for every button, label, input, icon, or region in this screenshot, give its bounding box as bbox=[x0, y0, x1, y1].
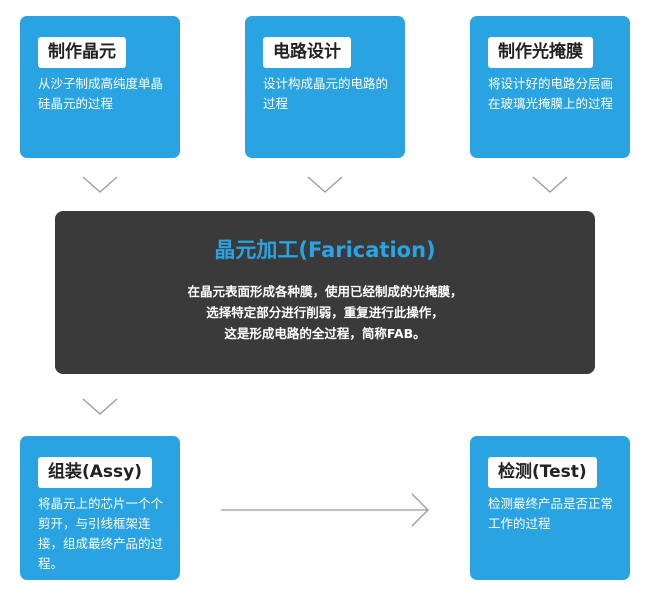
chevron-down-icon bbox=[82, 176, 118, 193]
chevron-down-icon bbox=[82, 398, 118, 415]
fab-title: 晶元加工(Farication) bbox=[214, 238, 436, 262]
fab-description: 在晶元表面形成各种膜，使用已经制成的光掩膜， 选择特定部分进行削弱，重复进行此操… bbox=[95, 281, 555, 344]
step-card-circuit-design: 电路设计 设计构成晶元的电路的过程 bbox=[245, 16, 405, 158]
step-description: 检测最终产品是否正常工作的过程 bbox=[488, 496, 614, 531]
step-description: 将设计好的电路分层画在玻璃光掩膜上的过程 bbox=[488, 76, 614, 111]
fab-process-box: 晶元加工(Farication) 在晶元表面形成各种膜，使用已经制成的光掩膜， … bbox=[55, 211, 595, 374]
step-title: 制作光掩膜 bbox=[488, 37, 593, 68]
step-card-assembly: 组装(Assy) 将晶元上的芯片一个个剪开，与引线框架连接，组成最终产品的过程。 bbox=[20, 436, 180, 580]
step-description: 设计构成晶元的电路的过程 bbox=[263, 76, 389, 111]
chevron-down-icon bbox=[532, 176, 568, 193]
step-title: 制作晶元 bbox=[38, 37, 126, 68]
fab-description-line: 选择特定部分进行削弱，重复进行此操作， bbox=[206, 305, 444, 320]
fab-description-line: 这是形成电路的全过程，简称FAB。 bbox=[224, 326, 426, 341]
step-title: 组装(Assy) bbox=[38, 457, 153, 488]
step-card-photomask: 制作光掩膜 将设计好的电路分层画在玻璃光掩膜上的过程 bbox=[470, 16, 630, 158]
step-card-test: 检测(Test) 检测最终产品是否正常工作的过程 bbox=[470, 436, 630, 580]
step-description: 从沙子制成高纯度单晶硅晶元的过程 bbox=[38, 76, 164, 111]
fab-description-line: 在晶元表面形成各种膜，使用已经制成的光掩膜， bbox=[187, 284, 463, 299]
step-description: 将晶元上的芯片一个个剪开，与引线框架连接，组成最终产品的过程。 bbox=[38, 496, 164, 571]
arrow-right-icon bbox=[221, 493, 429, 527]
chevron-down-icon bbox=[307, 176, 343, 193]
step-card-wafer: 制作晶元 从沙子制成高纯度单晶硅晶元的过程 bbox=[20, 16, 180, 158]
step-title: 电路设计 bbox=[263, 37, 351, 68]
step-title: 检测(Test) bbox=[488, 457, 597, 488]
